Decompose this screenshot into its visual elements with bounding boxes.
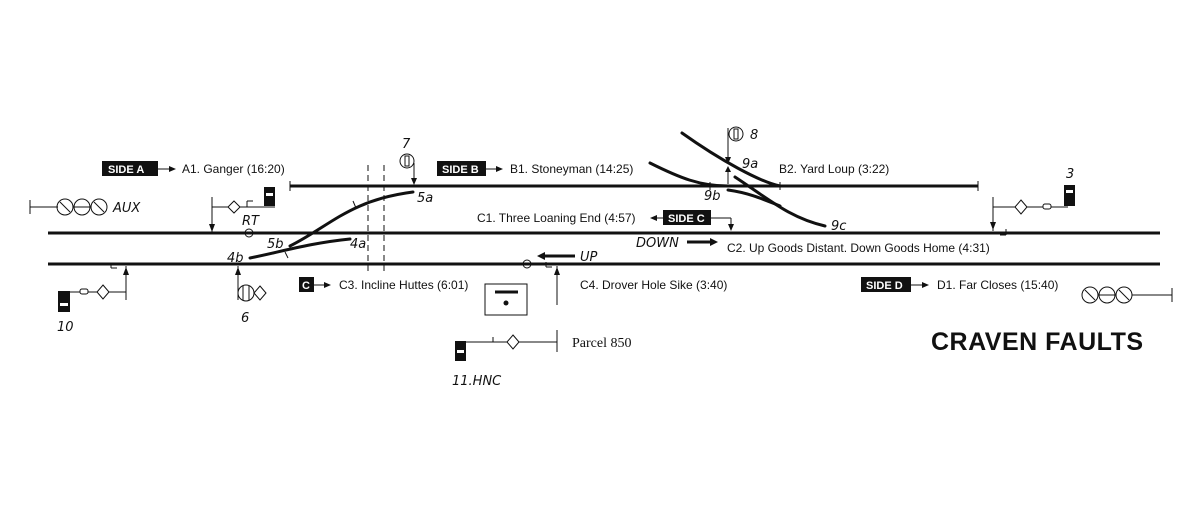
arrow-icon: [922, 282, 929, 288]
side-c-badge-text: SIDE C: [668, 213, 705, 225]
side-b-badge[interactable]: [437, 161, 486, 176]
side-a-badge-text: SIDE A: [108, 164, 144, 176]
yard-line-9a[interactable]: [680, 131, 782, 188]
down-label: DOWN: [636, 236, 679, 251]
point-9a: 9a: [742, 157, 758, 172]
arrowhead: [710, 238, 718, 246]
signal-3-head-icon[interactable]: [1064, 185, 1075, 206]
arrowhead: [537, 252, 545, 260]
aux-label: AUX: [112, 201, 141, 216]
lamp-bar: [457, 350, 464, 353]
arrow-icon: [209, 224, 215, 232]
diamond-icon: [1014, 199, 1028, 215]
aux-lamps-icon[interactable]: [56, 198, 108, 216]
point-4a: 4a: [350, 237, 366, 252]
diamond-icon: [96, 284, 110, 300]
diamond-icon: [506, 334, 520, 350]
arrow-icon: [169, 166, 176, 172]
side-c3-badge-text: C: [302, 280, 310, 292]
arrow-icon: [324, 282, 331, 288]
label-a1: A1. Ganger (16:20): [182, 162, 285, 176]
signal-10-label: 10: [57, 320, 74, 335]
arrow-icon: [650, 215, 657, 221]
parcel-label: Parcel 850: [572, 336, 631, 351]
side-c-badge[interactable]: [663, 210, 711, 225]
arrow-icon: [123, 267, 129, 275]
arrow-icon: [990, 222, 996, 230]
arrow-icon: [728, 224, 734, 231]
signal-3-label: 3: [1066, 167, 1074, 182]
side-d-badge[interactable]: [861, 277, 911, 292]
arrow-icon: [725, 157, 731, 164]
diamond-icon: [227, 200, 241, 214]
label-d1: D1. Far Closes (15:40): [937, 278, 1058, 292]
arrow-icon: [554, 267, 560, 275]
indicator-box-icon[interactable]: [484, 283, 528, 316]
lamp-bar: [266, 193, 273, 196]
label-c2: C2. Up Goods Distant. Down Goods Home (4…: [727, 241, 990, 255]
label-b2: B2. Yard Loup (3:22): [779, 162, 889, 176]
right-lamps-icon[interactable]: [1081, 286, 1133, 304]
box-dot: [503, 300, 509, 306]
arrow-icon: [725, 166, 731, 172]
lamp-icon: [79, 288, 89, 295]
signal-head-icon[interactable]: [264, 187, 275, 206]
disc-bar: [733, 128, 739, 140]
diamond-icon: [253, 285, 267, 301]
track-circuit-icon: [522, 259, 532, 269]
side-d-badge-text: SIDE D: [866, 280, 903, 292]
yard-line-9b[interactable]: [648, 161, 730, 188]
label-c3: C3. Incline Huttes (6:01): [339, 278, 468, 292]
up-label: UP: [580, 250, 598, 265]
signal-6-label: 6: [241, 311, 249, 326]
crossover-5[interactable]: [288, 190, 415, 248]
disc-bar: [404, 155, 410, 167]
signal-11-label: 11.HNC: [452, 374, 502, 389]
point-5b: 5b: [267, 237, 284, 252]
diagram-title: CRAVEN FAULTS: [931, 328, 1144, 356]
lamp-icon: [1042, 203, 1052, 210]
signal-8-disc-icon[interactable]: [728, 126, 744, 142]
lamp-bar: [60, 303, 68, 306]
label-c1: C1. Three Loaning End (4:57): [477, 211, 636, 225]
point-5a: 5a: [417, 191, 433, 206]
crossover-4[interactable]: [248, 237, 352, 260]
point-9b: 9b: [704, 189, 721, 204]
lamp-bar: [1066, 190, 1073, 193]
point-9c: 9c: [831, 219, 846, 234]
signal-8-label: 8: [750, 128, 758, 143]
rt-track-circuit-icon: [244, 228, 254, 238]
arrow-icon: [235, 267, 241, 275]
rt-label: RT: [242, 214, 260, 229]
side-a-badge[interactable]: [102, 161, 158, 176]
point-4b: 4b: [227, 251, 244, 266]
signal-7-label: 7: [402, 137, 411, 152]
tick: [284, 251, 289, 259]
arrow-icon: [411, 178, 417, 185]
signal-10-head-icon[interactable]: [58, 291, 70, 312]
yard-branch: [726, 188, 782, 208]
tick: [352, 200, 357, 209]
signal-6-disc-icon[interactable]: [237, 284, 255, 302]
side-b-badge-text: SIDE B: [442, 164, 479, 176]
arrow-icon: [496, 166, 503, 172]
label-c4: C4. Drover Hole Sike (3:40): [580, 278, 727, 292]
label-b1: B1. Stoneyman (14:25): [510, 162, 633, 176]
signal-7-disc-icon[interactable]: [399, 153, 415, 169]
side-c3-badge[interactable]: [299, 277, 314, 292]
